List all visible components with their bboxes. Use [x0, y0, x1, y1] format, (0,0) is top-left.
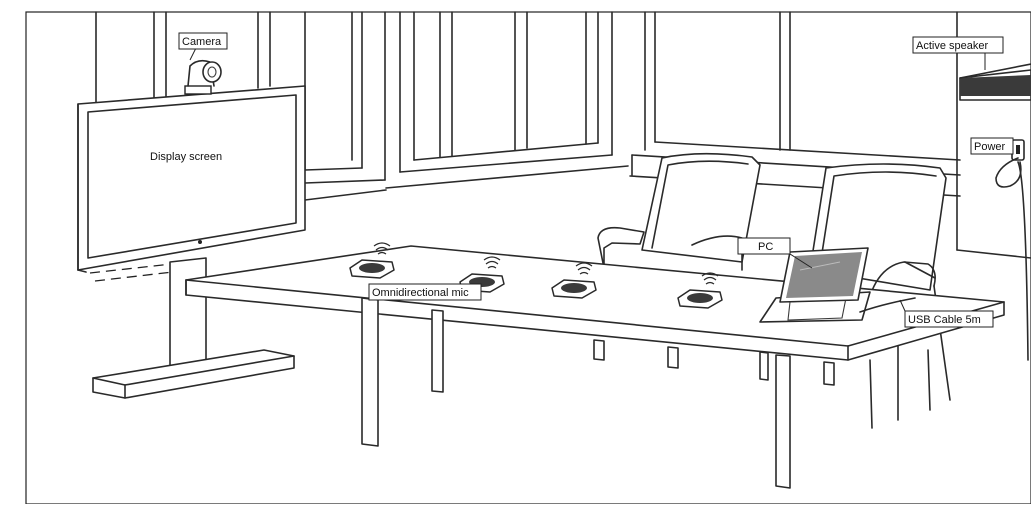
- active-speaker-device: [960, 64, 1031, 100]
- label-usb-cable: USB Cable 5m: [908, 314, 981, 326]
- label-power-group: Power: [971, 138, 1013, 154]
- label-power: Power: [974, 141, 1006, 153]
- display-screen-tv: [78, 86, 305, 398]
- label-active-speaker: Active speaker: [916, 40, 988, 52]
- label-pc: PC: [758, 241, 773, 253]
- label-omnidirectional-mic: Omnidirectional mic: [372, 287, 469, 299]
- power-outlet: [996, 140, 1028, 360]
- label-display-screen: Display screen: [150, 151, 222, 163]
- label-active-speaker-group: Active speaker: [913, 37, 1003, 70]
- label-camera-group: Camera: [179, 33, 227, 49]
- label-camera: Camera: [182, 36, 222, 48]
- label-omni-mic-group: Omnidirectional mic: [369, 284, 481, 300]
- camera-device: [185, 44, 221, 94]
